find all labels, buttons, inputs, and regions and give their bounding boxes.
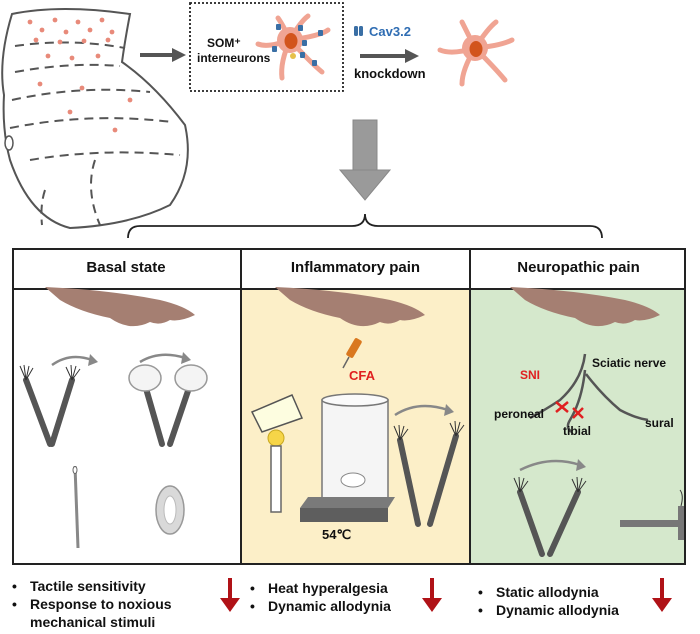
big-down-arrow [338, 119, 392, 201]
neuropathic-bullet-1: •Static allodynia [478, 584, 599, 600]
panel-title-neuropathic: Neuropathic pain [517, 259, 640, 276]
interneuron-box [189, 2, 344, 92]
knockdown-label: knockdown [354, 66, 426, 81]
panel-divider-2 [469, 248, 471, 565]
cav-channels [272, 24, 323, 66]
sural-label: sural [645, 416, 674, 430]
spinal-cord-outline [1, 8, 189, 230]
tibial-label: tibial [563, 424, 592, 438]
sciatic-label: Sciatic nerve [592, 356, 667, 370]
panel-divider-1 [240, 248, 242, 565]
knockdown-arrow [360, 49, 419, 63]
spinal-cord-diagram [1, 2, 603, 239]
basal-bullet-2: •Response to noxious [12, 596, 172, 612]
inflammatory-bullet-1: •Heat hyperalgesia [250, 580, 388, 596]
hand-icon [45, 287, 660, 327]
cut-mark-icon [555, 401, 584, 419]
temp-label: 54℃ [322, 527, 352, 542]
curved-arrow [51, 353, 581, 472]
neuron-dots [27, 17, 133, 133]
tape-roll-icon [155, 485, 185, 535]
header-divider [12, 288, 686, 290]
cfa-label: CFA [349, 368, 375, 383]
decrease-arrow-icon [220, 578, 672, 612]
heat-lamp-icon [250, 394, 304, 513]
brush-v-icon [23, 377, 581, 557]
panel-title-inflammatory: Inflammatory pain [290, 259, 421, 276]
cav32-icon [354, 26, 363, 36]
arrow-to-box [140, 48, 186, 62]
panel-title-basal: Basal state [86, 259, 166, 276]
bristles [19, 364, 587, 493]
basal-bullet-1: •Tactile sensitivity [12, 578, 146, 594]
som-label-line1: SOM⁺ [207, 36, 241, 50]
sciatic-nerve-icon [529, 353, 649, 434]
needle-icon [72, 465, 80, 549]
panel-frame [12, 248, 686, 565]
brace [127, 213, 603, 239]
central-canal [4, 135, 14, 151]
som-label-line2: interneurons [197, 51, 271, 65]
peroneal-label: peroneal [494, 407, 545, 421]
basal-bullet-2-cont: mechanical stimuli [30, 614, 156, 630]
laminae-lines [9, 41, 181, 226]
syringe-icon [342, 338, 362, 369]
neuropathic-bg [471, 290, 684, 563]
sni-label: SNI [520, 368, 541, 382]
neuropathic-bullet-2: •Dynamic allodynia [478, 602, 619, 618]
hot-plate-icon [300, 393, 395, 522]
cav32-legend-label: Cav3.2 [369, 24, 411, 39]
inflammatory-bullet-2: •Dynamic allodynia [250, 598, 391, 614]
filament-icon [620, 489, 684, 540]
cotton-swab-icon [128, 364, 208, 392]
